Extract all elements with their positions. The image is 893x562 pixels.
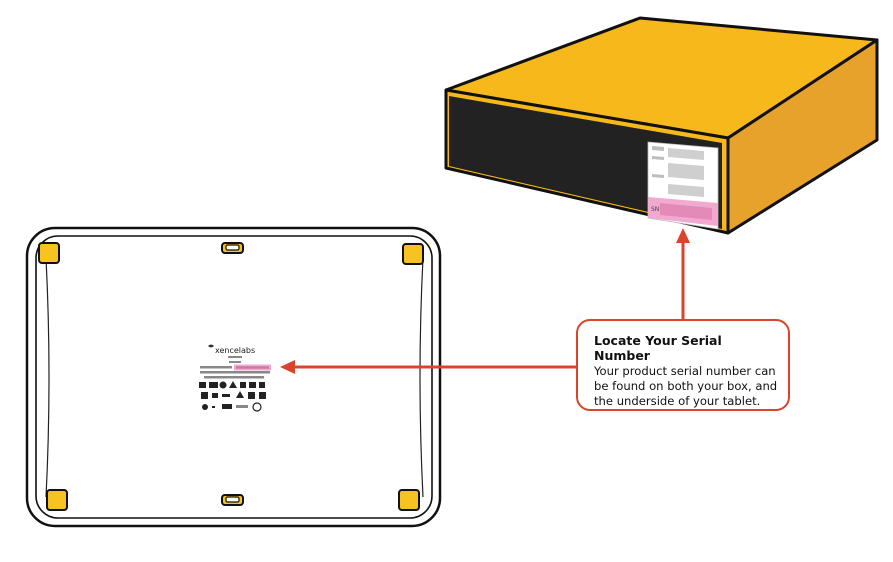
arrow-to-box-head (676, 228, 690, 243)
tablet-left-curve (45, 257, 50, 498)
foot-top-left (38, 242, 60, 264)
callout-body: Your product serial number can be found … (594, 364, 778, 408)
box-sn-mark: SN (651, 206, 659, 213)
foot-top-right (402, 243, 424, 265)
product-box: SN (444, 16, 879, 235)
arrow-to-tablet-head (280, 360, 295, 374)
tablet-brand: xencelabs (215, 346, 255, 355)
xencelabs-logo-icon (208, 344, 214, 348)
tablet-regulatory-label: xencelabs (199, 344, 271, 412)
callout-title: Locate Your Serial Number (594, 333, 722, 363)
pointer-arrows (280, 228, 690, 374)
box-serial-label: SN (647, 141, 719, 230)
certification-icons (199, 381, 266, 412)
foot-bottom-left (46, 489, 68, 511)
tablet-right-curve (419, 257, 424, 498)
serial-number-callout: Locate Your Serial Number Your product s… (576, 319, 790, 411)
tablet-underside: xencelabs (25, 226, 442, 528)
foot-bottom-right (398, 489, 420, 511)
